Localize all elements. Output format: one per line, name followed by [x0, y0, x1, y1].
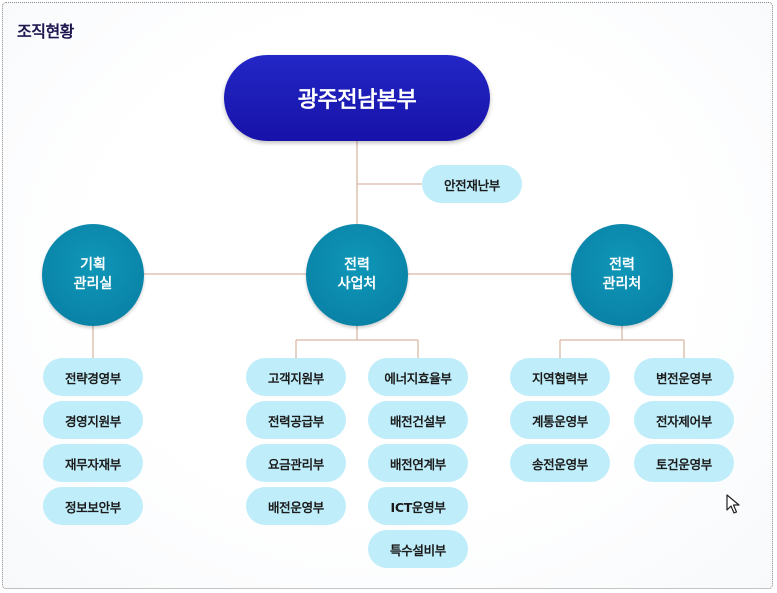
dept-node[interactable]: 배전연계부 [368, 444, 468, 482]
page-title: 조직현황 [17, 22, 74, 41]
division-label-line2: 관리처 [602, 276, 642, 292]
dept-node[interactable]: 전력공급부 [246, 401, 346, 439]
dept-node[interactable]: 전략경영부 [43, 358, 143, 396]
dept-node[interactable]: 재무자재부 [43, 444, 143, 482]
dept-node[interactable]: 에너지효율부 [368, 358, 468, 396]
division-node-management[interactable]: 전력 관리처 [571, 224, 673, 326]
dept-node[interactable]: 배전운영부 [246, 487, 346, 525]
dept-node[interactable]: 요금관리부 [246, 444, 346, 482]
dept-node[interactable]: 변전운영부 [634, 358, 734, 396]
dept-node[interactable]: 배전건설부 [368, 401, 468, 439]
dept-node[interactable]: 지역협력부 [510, 358, 610, 396]
division-label-line2: 사업처 [337, 276, 377, 292]
safety-dept-node[interactable]: 안전재난부 [422, 165, 522, 203]
dept-node[interactable]: ICT운영부 [368, 487, 468, 525]
division-node-planning[interactable]: 기획 관리실 [42, 224, 144, 326]
dept-node[interactable]: 토건운영부 [634, 444, 734, 482]
division-label-line1: 전력 [344, 257, 370, 273]
mouse-cursor-icon [726, 494, 740, 514]
dept-node[interactable]: 경영지원부 [43, 401, 143, 439]
division-node-business[interactable]: 전력 사업처 [306, 224, 408, 326]
dept-node[interactable]: 계통운영부 [510, 401, 610, 439]
headquarters-node[interactable]: 광주전남본부 [224, 55, 490, 141]
dept-node[interactable]: 특수설비부 [368, 530, 468, 568]
dept-node[interactable]: 전자제어부 [634, 401, 734, 439]
division-label-line2: 관리실 [73, 276, 113, 292]
division-label-line1: 기획 [80, 257, 106, 273]
division-label-line1: 전력 [609, 257, 635, 273]
dept-node[interactable]: 정보보안부 [43, 487, 143, 525]
dept-node[interactable]: 송전운영부 [510, 444, 610, 482]
dept-node[interactable]: 고객지원부 [246, 358, 346, 396]
